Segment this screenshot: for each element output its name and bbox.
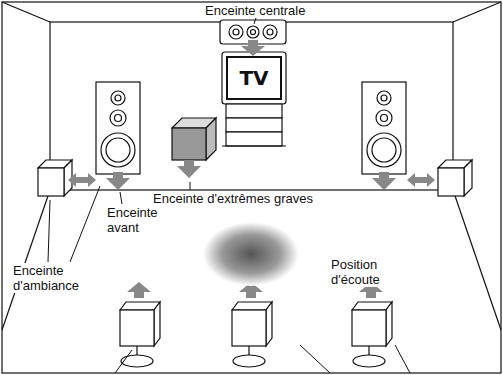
tv-screen: TV — [226, 56, 282, 100]
front-speaker-right — [362, 82, 406, 174]
part-label: Enceinte d'ambiance — [12, 263, 94, 293]
subwoofer — [172, 118, 216, 160]
leader-lines — [48, 18, 410, 373]
part-label: Enceinte d'extrêmes graves — [152, 191, 314, 206]
part-label: Enceinte centrale — [204, 3, 306, 18]
tv-stand — [222, 52, 286, 146]
front-speaker-left — [96, 82, 140, 174]
part-label: Position d'écoute — [330, 257, 402, 287]
sound-focus — [203, 222, 299, 286]
part-label: Enceinte avant — [106, 205, 168, 235]
back-wall — [50, 22, 453, 190]
listening-seats — [120, 302, 392, 367]
node-text: TV — [239, 66, 268, 90]
direction-arrows — [68, 40, 435, 298]
